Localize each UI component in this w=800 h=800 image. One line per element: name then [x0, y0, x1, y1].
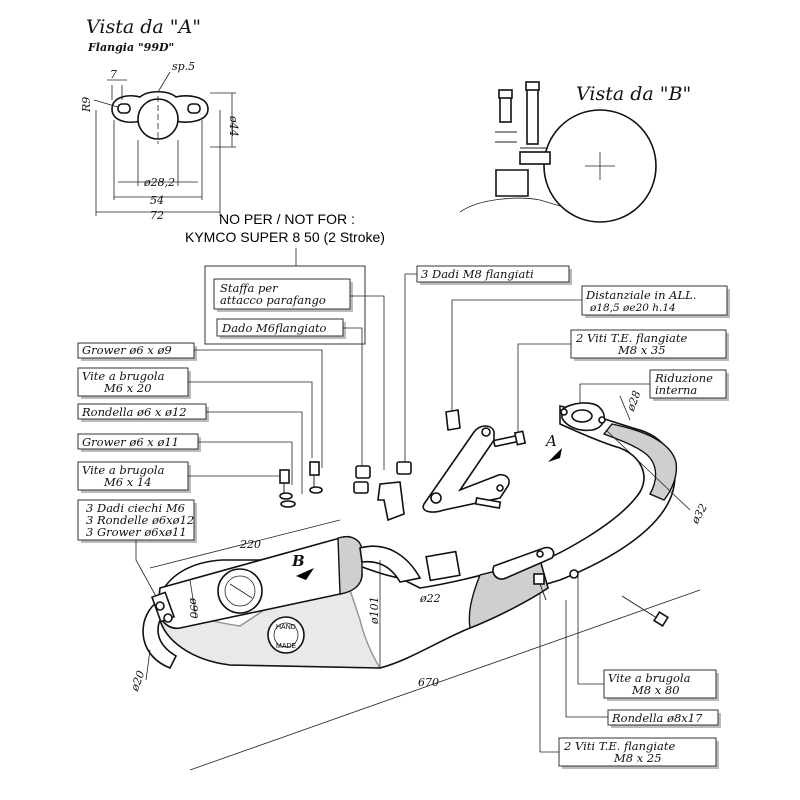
main-bracket	[422, 425, 510, 513]
dim-r9: R9	[80, 97, 93, 113]
warning-line2: KYMCO SUPER 8 50 (2 Stroke)	[185, 229, 385, 245]
leader-lines	[135, 273, 650, 753]
label-vite-m6-20: Vite a brugola M6 x 20	[77, 367, 191, 399]
spacer	[445, 409, 461, 431]
dim-670: 670	[418, 676, 439, 689]
handmade-badge: HAND MADE	[267, 616, 305, 654]
dim-sp: sp.5	[172, 60, 195, 73]
dadi-ciechi-line1: 3 Dadi ciechi M6	[86, 501, 185, 515]
dim-d28-header: ø28	[624, 389, 644, 414]
label-rondella-8: Rondella ø8x17	[607, 709, 721, 728]
label-viti-te-top: 2 Viti T.E. flangiate M8 x 35	[570, 329, 729, 361]
distanziale-line2: ø18,5 øe20 h.14	[589, 302, 676, 314]
grower-11-text: Grower ø6 x ø11	[82, 435, 179, 449]
dim-d28: ø28,2	[143, 176, 175, 189]
label-vite-m6-14: Vite a brugola M6 x 14	[77, 461, 191, 493]
label-distanziale: Distanziale in ALL. ø18,5 øe20 h.14	[581, 285, 730, 318]
clamp-drawing	[459, 81, 657, 223]
view-a: Vista da "A" Flangia "99D"	[80, 16, 240, 222]
rondella-12-text: Rondella ø6 x ø12	[81, 405, 187, 419]
label-riduzione: Riduzione interna	[649, 369, 729, 401]
label-grower-9: Grower ø6 x ø9	[77, 342, 197, 361]
viti-te-top-line2: M8 x 35	[617, 343, 666, 357]
exhaust-dimensions	[145, 395, 701, 771]
dim-54: 54	[150, 194, 164, 207]
staffa-line2: attacco parafango	[220, 293, 326, 307]
flange-drawing	[93, 71, 236, 216]
distanziale-line1: Distanziale in ALL.	[585, 288, 696, 302]
label-staffa: Staffa per attacco parafango	[213, 278, 353, 312]
dim-d22: ø22	[419, 592, 441, 605]
view-a-title: Vista da "A"	[86, 16, 201, 38]
label-dadi-m8: 3 Dadi M8 flangiati	[416, 265, 572, 285]
badge-made: MADE	[276, 643, 297, 650]
dim-d90: ø90	[187, 597, 200, 619]
label-grower-11: Grower ø6 x ø11	[77, 433, 201, 452]
view-a-subtitle: Flangia "99D"	[87, 41, 174, 54]
vite-m8-80-line1: Vite a brugola	[608, 671, 691, 685]
rondella-8-text: Rondella ø8x17	[611, 711, 703, 725]
hardware	[155, 409, 669, 627]
bolt-m6-20	[309, 461, 320, 476]
marker-a: A	[544, 432, 557, 450]
view-b-title: Vista da "B"	[576, 83, 691, 105]
staffa-bracket	[377, 481, 405, 522]
dadi-m8-text: 3 Dadi M8 flangiati	[421, 267, 534, 281]
label-rondella-12: Rondella ø6 x ø12	[77, 403, 209, 422]
dim-d44: ø44	[227, 115, 240, 137]
vite-m6-14-line2: M6 x 14	[103, 475, 152, 489]
viti-te-bot-line1: 2 Viti T.E. flangiate	[563, 739, 675, 753]
vite-m6-14-line1: Vite a brugola	[82, 463, 165, 477]
label-viti-te-bot: 2 Viti T.E. flangiate M8 x 25	[558, 737, 719, 769]
dim-seven: 7	[110, 68, 117, 81]
viti-te-bot-line2: M8 x 25	[613, 751, 662, 765]
vite-m8-80-line2: M8 x 80	[631, 683, 680, 697]
warning-line1: NO PER / NOT FOR :	[219, 211, 355, 227]
label-dado-m6: Dado M6flangiato	[216, 318, 346, 339]
vite-m6-20-line2: M6 x 20	[103, 381, 152, 395]
dado-m6-text: Dado M6flangiato	[221, 321, 327, 335]
marker-b: B	[291, 552, 305, 570]
badge-hand: HAND	[276, 624, 296, 631]
riduzione-line1: Riduzione	[654, 371, 713, 385]
dadi-ciechi-line2: 3 Rondelle ø6xø12	[86, 513, 194, 527]
view-b: Vista da "B"	[459, 81, 691, 223]
view-markers: A B	[291, 432, 562, 580]
dim-d32: ø32	[688, 502, 710, 527]
staffa-line1: Staffa per	[220, 281, 279, 295]
viti-te-top-line1: 2 Viti T.E. flangiate	[575, 331, 687, 345]
vite-m6-20-line1: Vite a brugola	[82, 369, 165, 383]
riduzione-line2: interna	[655, 383, 697, 397]
header-pipe	[518, 405, 676, 587]
exhaust-assembly	[142, 402, 678, 670]
bolt-m6-14	[279, 469, 290, 484]
dim-d101: ø101	[368, 596, 381, 625]
dim-220: 220	[239, 538, 261, 551]
warning-note: NO PER / NOT FOR : KYMCO SUPER 8 50 (2 S…	[185, 211, 385, 266]
grower-9-text: Grower ø6 x ø9	[82, 343, 172, 357]
label-vite-m8-80: Vite a brugola M8 x 80	[603, 669, 719, 701]
label-dadi-ciechi: 3 Dadi ciechi M6 3 Rondelle ø6xø12 3 Gro…	[77, 499, 197, 543]
dim-72: 72	[150, 209, 164, 222]
dim-d20: ø20	[128, 669, 148, 694]
dadi-ciechi-line3: 3 Grower ø6xø11	[86, 525, 187, 539]
